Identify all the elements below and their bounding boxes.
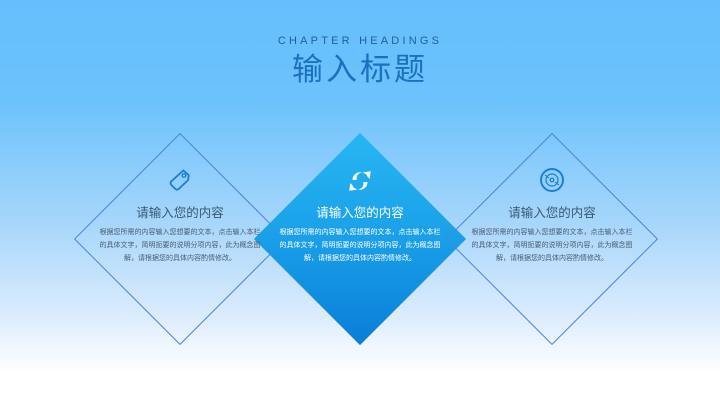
content-card-3: 请输入您的内容 根据您所需的内容输入您想要的文本，点击输入本栏的具体文字，简明扼…	[457, 167, 647, 265]
page-title: 输入标题	[292, 52, 428, 88]
card-body: 根据您所需的内容输入您想要的文本，点击输入本栏的具体文字，简明扼要的说明分项内容…	[471, 228, 633, 262]
content-card-2: 请输入您的内容 根据您所需的内容输入您想要的文本，点击输入本栏的具体文字，简明扼…	[265, 167, 455, 265]
refresh-icon	[349, 171, 371, 191]
disc-icon	[540, 168, 564, 192]
card-heading: 请输入您的内容	[316, 205, 404, 220]
card-body: 根据您所需的内容输入您想要的文本，点击输入本栏的具体文字，简明扼要的说明分项内容…	[99, 228, 261, 262]
card-heading: 请输入您的内容	[136, 205, 224, 220]
chapter-kicker: CHAPTER HEADINGS	[277, 35, 443, 47]
card-heading: 请输入您的内容	[508, 205, 596, 220]
tag-icon	[169, 169, 190, 191]
content-card-1: 请输入您的内容 根据您所需的内容输入您想要的文本，点击输入本栏的具体文字，简明扼…	[85, 167, 275, 265]
card-body: 根据您所需的内容输入您想要的文本，点击输入本栏的具体文字，简明扼要的说明分项内容…	[279, 228, 441, 262]
